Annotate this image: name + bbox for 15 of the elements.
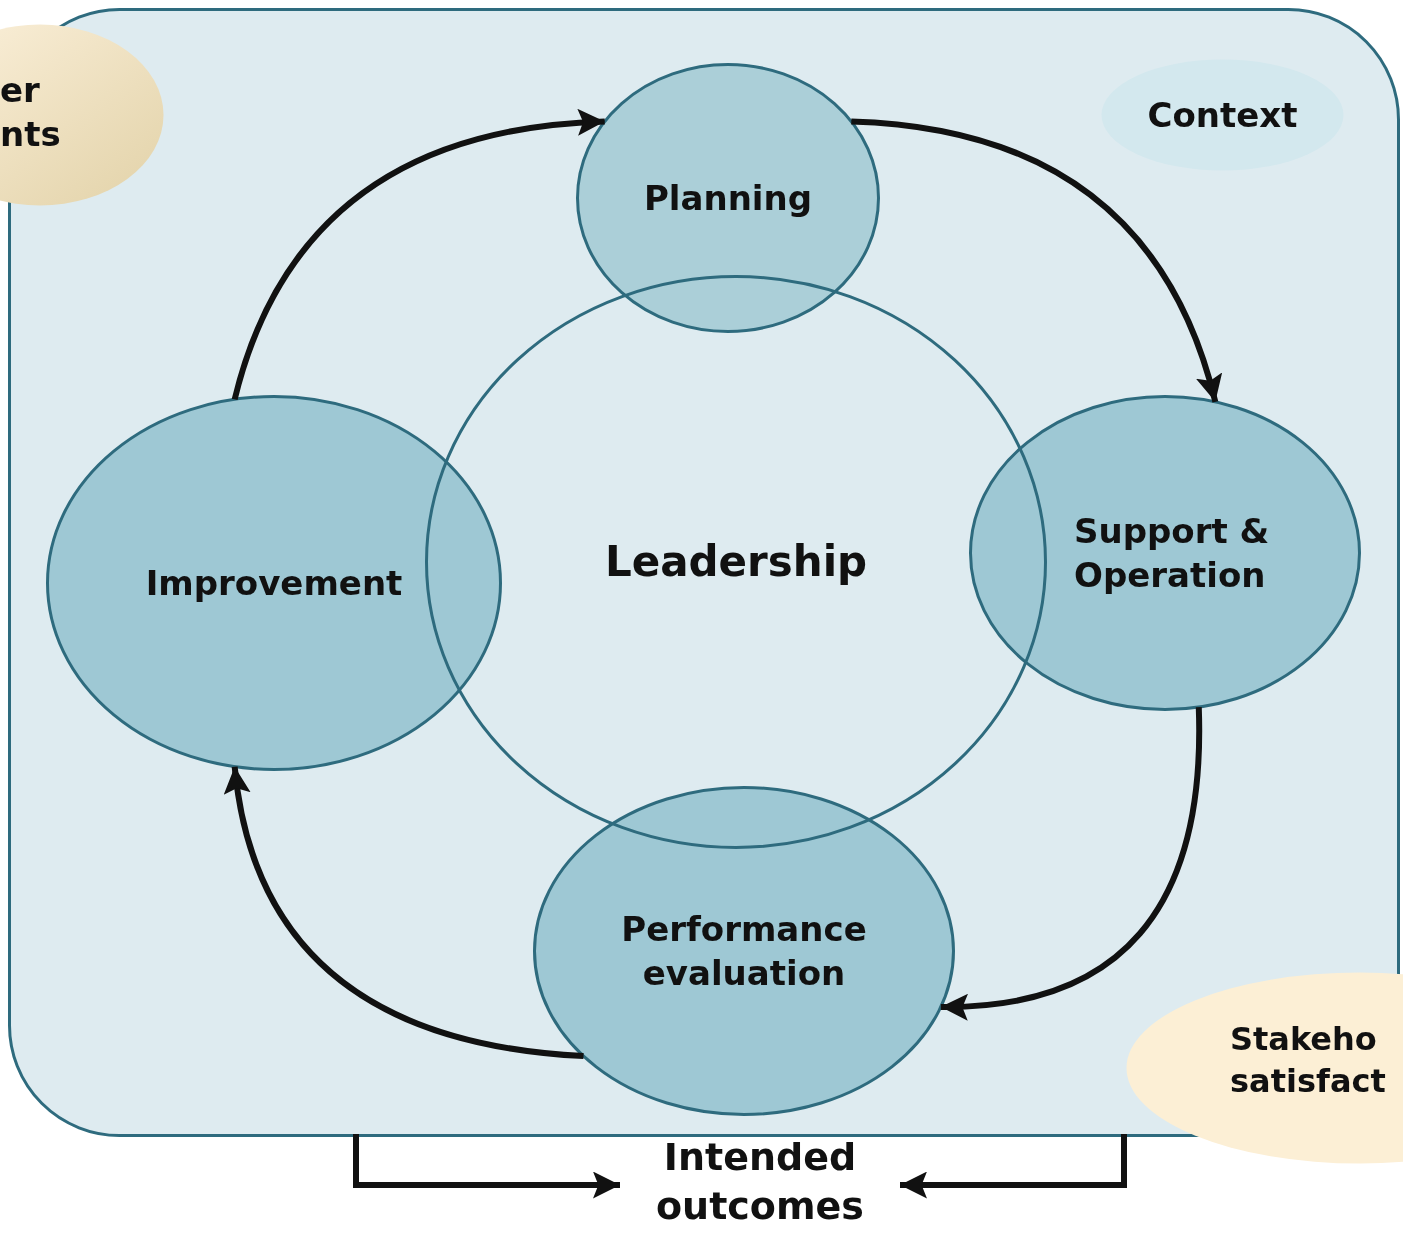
node-label: Planning bbox=[642, 176, 814, 220]
node-label: Performance evaluation bbox=[620, 907, 868, 995]
arrow bbox=[353, 1134, 620, 1199]
arrow bbox=[900, 1134, 1127, 1199]
arrow bbox=[851, 118, 1221, 403]
node-label: Support & Operation bbox=[1074, 509, 1271, 597]
node-label: Improvement bbox=[144, 561, 404, 605]
outcomes-label: Intended outcomes bbox=[655, 1133, 865, 1230]
arrow bbox=[940, 707, 1202, 1020]
arrow bbox=[225, 766, 584, 1060]
node-label: Context bbox=[1146, 93, 1299, 137]
node-label: Stakeho satisfact bbox=[1230, 1019, 1387, 1102]
node-label: Leadership bbox=[603, 535, 869, 588]
node-label: er nts bbox=[0, 69, 62, 157]
arrow bbox=[231, 109, 605, 401]
